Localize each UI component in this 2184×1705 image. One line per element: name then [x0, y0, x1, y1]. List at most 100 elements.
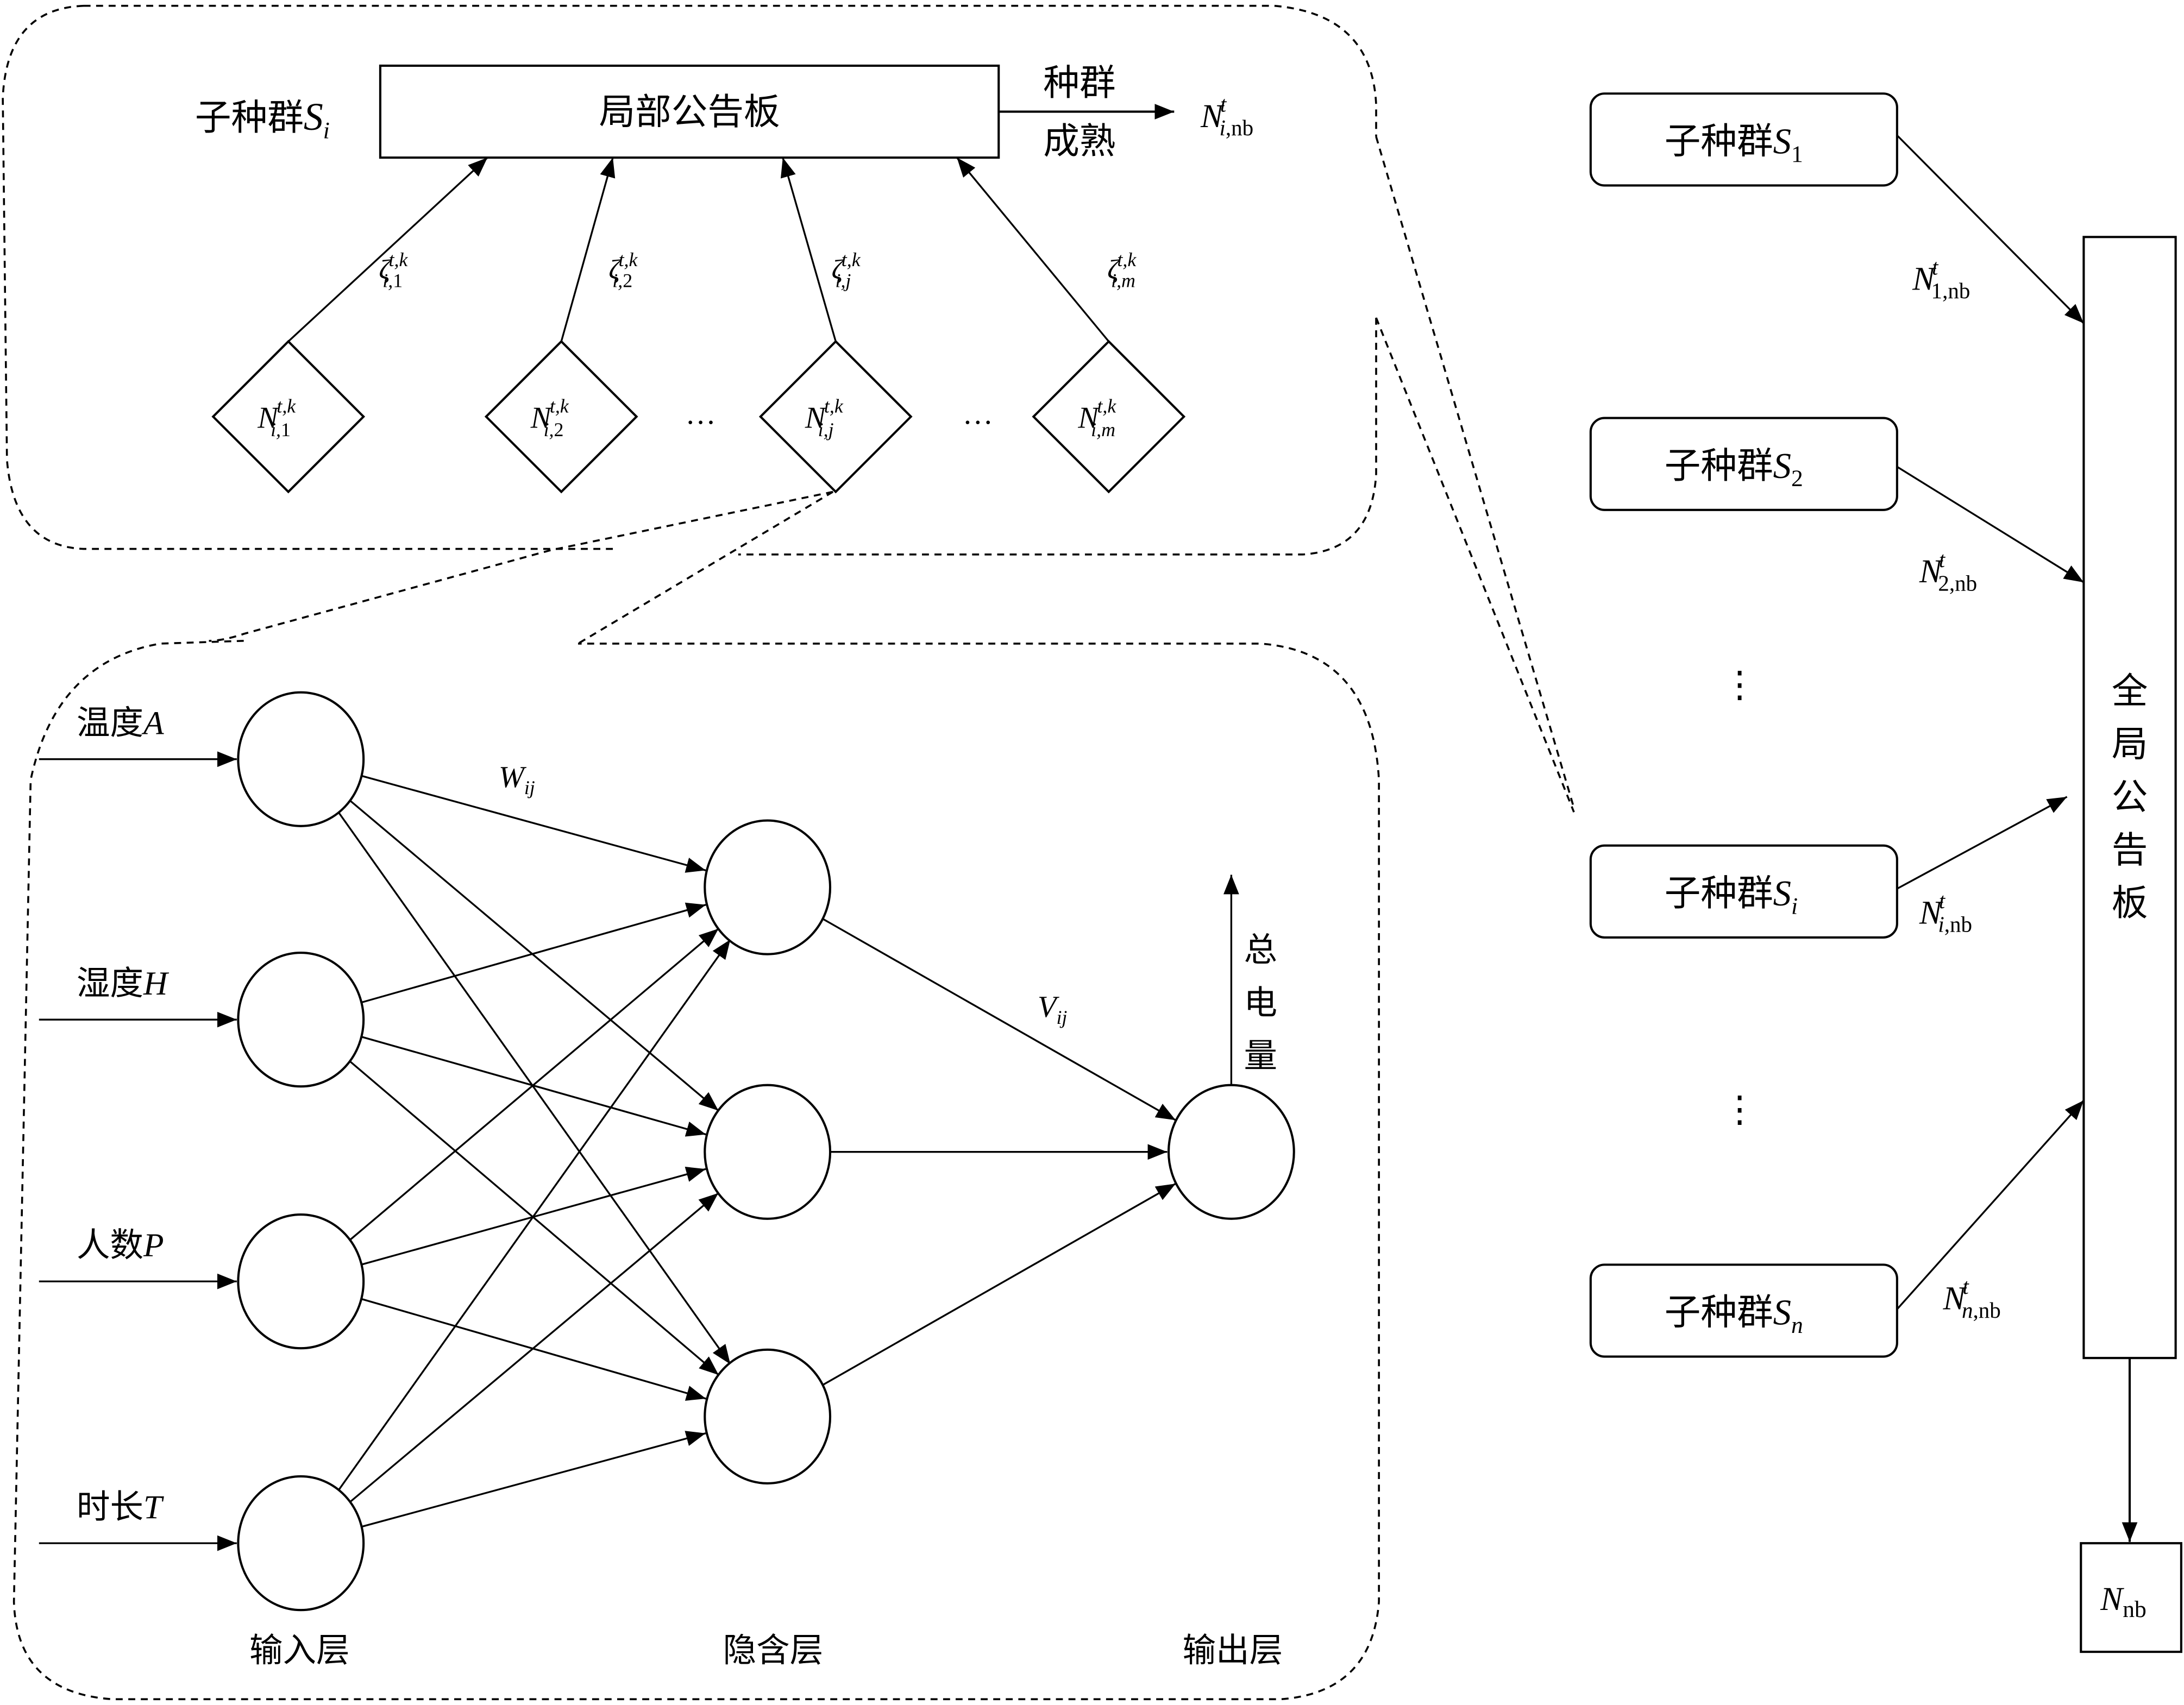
edge-in3-hid1 — [348, 928, 719, 1242]
hidden-neuron-3 — [704, 1348, 832, 1484]
subpop-label: 子种群S1 — [1665, 119, 1803, 167]
result-box — [2080, 1542, 2182, 1653]
fitness-arrow — [287, 156, 488, 342]
subpop-box — [1589, 92, 1898, 187]
ellipsis-1: … — [685, 397, 716, 431]
local-subpop-label: 子种群Si — [195, 95, 330, 143]
input-label-H: 湿度H — [77, 964, 170, 1003]
local-panel-outline — [2, 4, 1377, 556]
weight-label-v: Vij — [1038, 990, 1067, 1028]
input-neuron-4 — [237, 1475, 365, 1612]
input-neuron-2 — [237, 952, 365, 1088]
hidden-neuron-2 — [704, 1084, 832, 1220]
edge-in2-hid1 — [361, 902, 706, 1004]
edge-in1-hid2 — [348, 798, 719, 1112]
subpop-label: 子种群Si — [1665, 872, 1798, 919]
zoom-connector-upper — [1375, 136, 1575, 808]
subpop-box — [1589, 417, 1898, 511]
fitness-arrow — [956, 157, 1110, 342]
expand-connector-right — [578, 490, 834, 645]
edge-in1-hid3 — [336, 809, 731, 1365]
local-board-box — [379, 64, 1000, 159]
subpop-label: 子种群S2 — [1665, 444, 1803, 492]
output-label-char: 总 — [1244, 930, 1277, 969]
subpop-box — [1589, 1263, 1898, 1358]
global-board-char: 全 — [2112, 670, 2148, 712]
global-board-box — [2082, 236, 2177, 1360]
expand-connector-left — [209, 490, 833, 642]
input-neuron-1 — [237, 691, 365, 827]
vdots-2: ⋮ — [1722, 1090, 1758, 1129]
output-label-char: 电 — [1244, 983, 1277, 1022]
ellipsis-2: … — [963, 397, 993, 431]
edge-in4-hid2 — [348, 1192, 719, 1504]
subpop-label: 子种群Sn — [1665, 1291, 1803, 1338]
global-board-char: 告 — [2112, 828, 2148, 871]
nn-panel-outline — [12, 640, 1380, 1701]
local-board-title: 局部公告板 — [599, 91, 780, 133]
subpop-box — [1589, 844, 1898, 939]
input-label-P: 人数P — [77, 1225, 164, 1264]
maturity-label-top: 种群 — [1043, 61, 1115, 104]
output-neuron — [1167, 1084, 1295, 1220]
maturity-label-bottom: 成熟 — [1043, 119, 1115, 162]
input-label-T: 时长T — [77, 1487, 164, 1526]
diamond-shape — [1032, 339, 1186, 494]
layer-label-input: 输入层 — [249, 1631, 350, 1670]
input-label-A: 温度A — [77, 703, 164, 743]
edge-in4-hid3 — [361, 1431, 706, 1528]
zoom-connector-lower — [1375, 317, 1575, 813]
global-board-char: 板 — [2112, 882, 2148, 924]
global-board-char: 局 — [2112, 723, 2148, 765]
global-board-char: 公 — [2112, 776, 2148, 818]
diamond-shape — [484, 339, 638, 494]
subpop-to-global-arrow — [1896, 465, 2085, 583]
layer-label-output: 输出层 — [1183, 1631, 1283, 1670]
edge-hid3-out — [821, 1182, 1176, 1387]
fitness-arrow — [780, 157, 837, 342]
result-label: Nnb — [2100, 1581, 2147, 1622]
subpop-to-global-arrow — [1896, 134, 2085, 324]
weight-label-w: Wij — [499, 760, 535, 798]
subpop-to-global-arrow — [1896, 1099, 2085, 1310]
subpop-to-global-arrow — [1897, 796, 2068, 890]
input-neuron-3 — [237, 1213, 365, 1350]
fitness-arrow — [560, 157, 616, 342]
vdots-1: ⋮ — [1722, 665, 1758, 704]
edge-in1-hid1 — [361, 775, 706, 873]
edge-in4-hid1 — [336, 939, 731, 1493]
diamond-shape — [211, 339, 366, 494]
output-label-char: 量 — [1244, 1036, 1277, 1075]
layer-label-hidden: 隐含层 — [723, 1631, 824, 1670]
edge-hid1-out — [821, 917, 1176, 1121]
hidden-neuron-1 — [704, 819, 832, 955]
diamond-shape — [758, 339, 913, 494]
